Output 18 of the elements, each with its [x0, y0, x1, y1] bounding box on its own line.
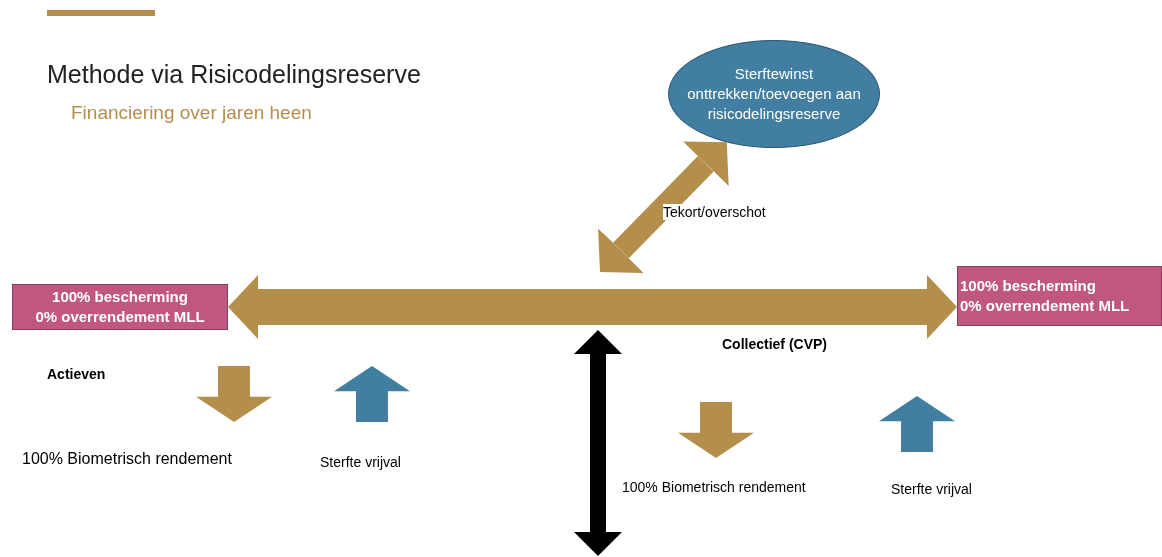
box-text: 0% overrendement MLL: [960, 296, 1130, 316]
box-text: 100% bescherming: [960, 275, 1096, 296]
box-text: 0% overrendement MLL: [35, 307, 205, 327]
edge-label: Tekort/overschot: [663, 204, 766, 220]
node-text: Sterftewinst onttrekken/toevoegen aan risicodelingsreserve: [686, 63, 862, 125]
flow-label: Sterfte vrijval: [320, 454, 401, 470]
protection-box: [957, 266, 1162, 326]
box-text: 100% bescherming: [52, 286, 188, 307]
flow-label: 100% Biometrisch rendement: [22, 450, 232, 468]
flow-label: 100% Biometrisch rendement: [622, 479, 806, 495]
edge-label: Collectief (CVP): [722, 336, 827, 352]
slide-title: Methode via Risicodelingsreserve: [47, 60, 421, 89]
arrow: [598, 141, 729, 273]
group-label: Actieven: [47, 366, 106, 382]
flow-label: Sterfte vrijval: [891, 481, 972, 497]
protection-box: [12, 284, 228, 330]
arrow: [228, 275, 957, 339]
subtitle: Financiering over jaren heen: [71, 102, 312, 124]
